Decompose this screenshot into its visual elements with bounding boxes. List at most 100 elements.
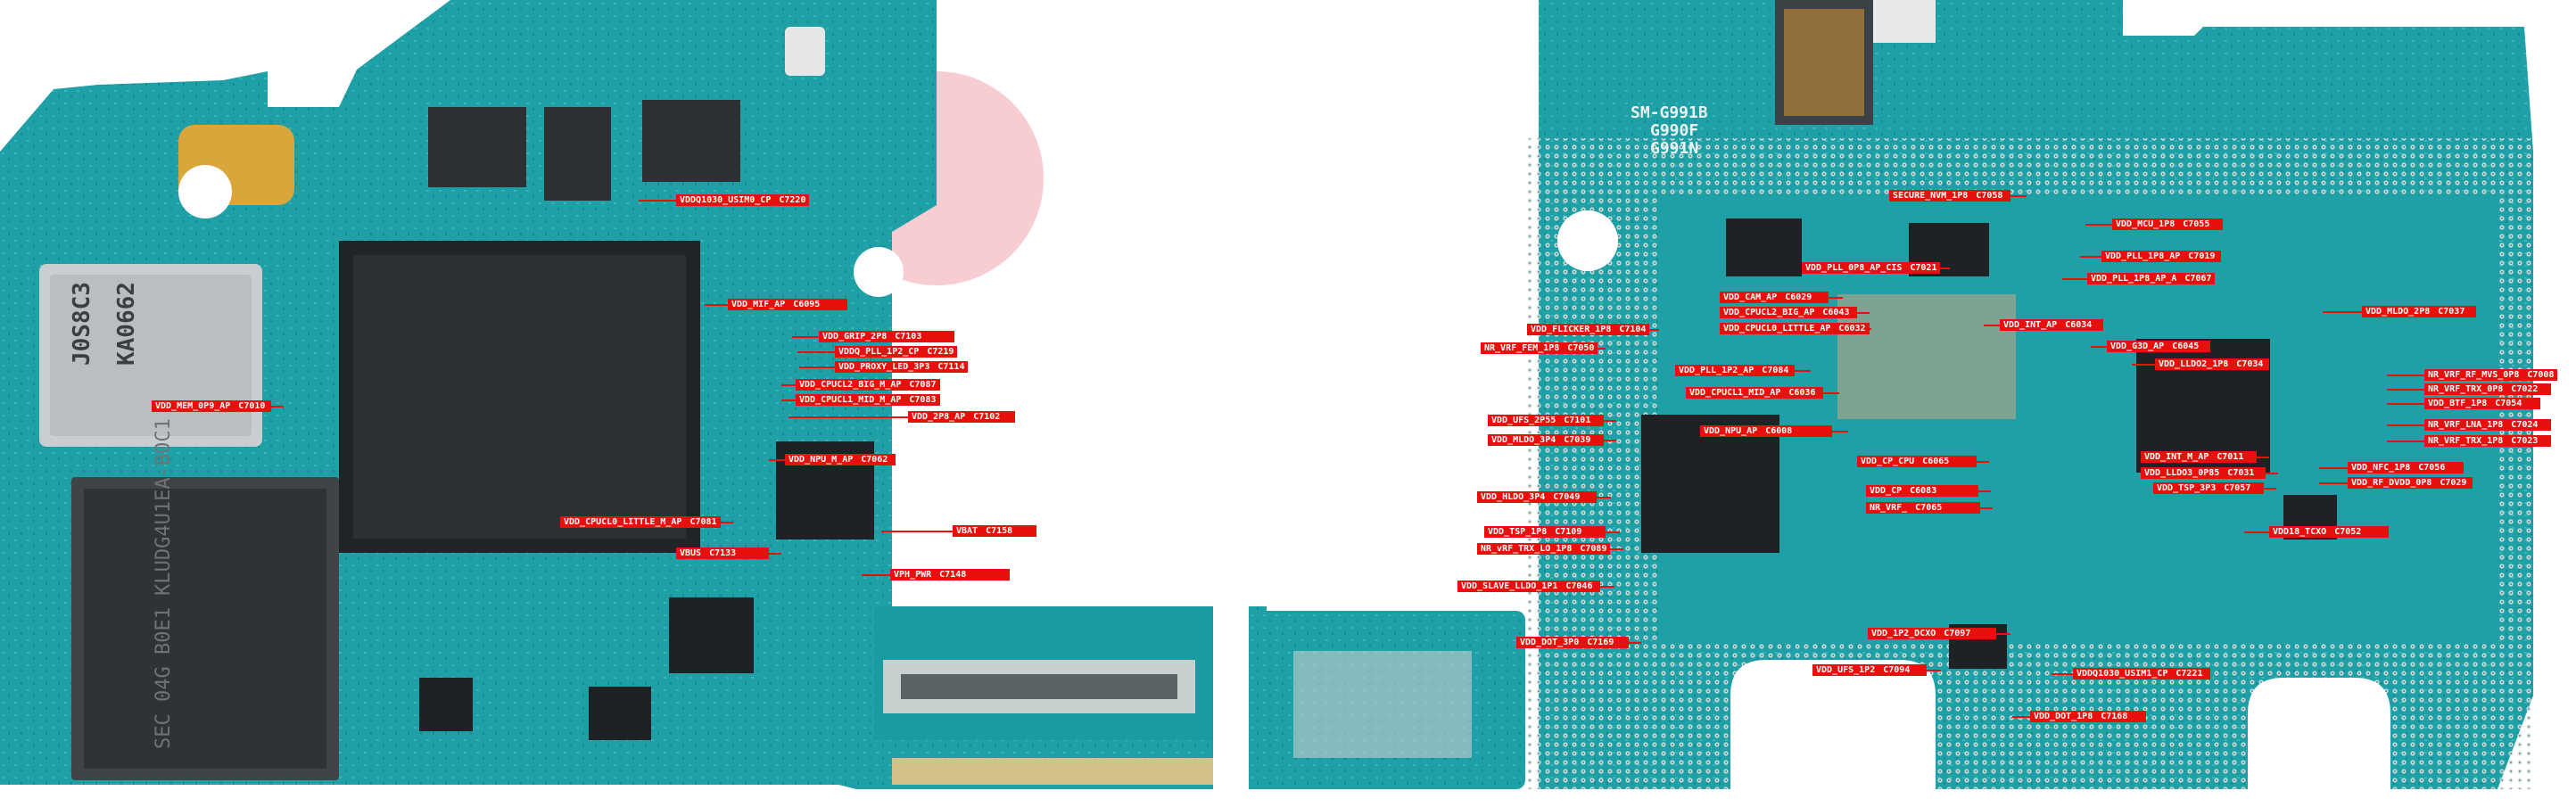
label-leader-line <box>781 384 796 386</box>
component-ref: C7067 <box>2184 274 2212 284</box>
component-ref: C7021 <box>1910 263 1937 273</box>
label-leader-line <box>788 416 908 418</box>
net-name: VDD_INT_AP <box>2003 320 2058 330</box>
label-leader-line <box>1927 670 1941 671</box>
net-name: VDD_MCU_1P8 <box>2116 219 2176 229</box>
component-ref: C7046 <box>1565 581 1593 591</box>
label-leader-line <box>2085 224 2112 226</box>
component-ref: C7065 <box>1915 503 1943 513</box>
component-ref: C7081 <box>689 517 717 527</box>
net-name: NR_VRF_RF_MVS_0P8 <box>2428 370 2520 380</box>
net-name: VDD_PLL_1P8_AP <box>2105 251 2181 261</box>
component-ref: C7114 <box>937 362 965 372</box>
net-name: VPH_PWR <box>894 570 932 580</box>
label-leader-line <box>2091 346 2107 348</box>
left-memory-chip-marking: SEC 04G B0E1 KLUDG4U1EA-B0C1 <box>153 418 175 749</box>
component-ref: C7094 <box>1883 665 1911 675</box>
net-name: VDD_NPU_M_AP <box>788 455 854 465</box>
component-ref: C6036 <box>1788 388 1816 398</box>
label-leader-line <box>2012 716 2030 718</box>
component-ref: C7024 <box>2511 420 2539 430</box>
component-ref: C6083 <box>1910 486 1937 496</box>
net-name: VDD_CPUCL0_LITTLE_M_AP <box>564 517 682 527</box>
label-leader-line <box>881 531 953 532</box>
left-shield-code2: KA0662 <box>113 282 140 366</box>
label-leader-line <box>1629 642 1641 644</box>
capacitor-label: VPH_PWR C7148 <box>890 569 1010 581</box>
board-model-line-3: G991N <box>1650 139 1698 158</box>
label-leader-line <box>1604 440 1616 441</box>
label-leader-line <box>1978 490 1991 492</box>
component-ref: C7084 <box>1762 366 1789 375</box>
label-leader-line <box>2387 389 2424 391</box>
component-ref: C7037 <box>2438 307 2465 317</box>
net-name: NR_VRF_FEM_1P8 <box>1484 343 1560 353</box>
label-leader-line <box>2387 441 2424 442</box>
net-name: VDD_MLDO_2P8 <box>2365 307 2431 317</box>
left-board: J0S8C3 KA0662 SEC 04G B0E1 KLUDG4U1EA-B0… <box>0 0 1213 789</box>
label-leader-line <box>1609 548 1623 550</box>
component-ref: C7050 <box>1567 343 1595 353</box>
label-leader-line <box>2387 424 2424 426</box>
component-ref: C7133 <box>709 548 737 558</box>
component-ref: C7034 <box>2236 359 2264 369</box>
component-ref: C7039 <box>1564 435 1591 445</box>
component-ref: C7221 <box>2176 669 2203 679</box>
label-leader-line <box>2132 364 2155 366</box>
board-model-line-1: SM-G991B <box>1631 103 1708 122</box>
net-name: VDD_CPUCL2_BIG_AP <box>1723 308 1815 317</box>
net-name: VDD_MEM_0P9_AP <box>155 401 231 411</box>
component-ref: C6029 <box>1785 292 1812 302</box>
net-name: VDD_G3D_AP <box>2110 342 2165 351</box>
component-ref: C7056 <box>2418 463 2446 473</box>
label-leader-line <box>2319 482 2348 484</box>
net-name: VBAT <box>956 526 978 536</box>
net-name: VDD18_TCXO <box>2273 527 2327 537</box>
label-leader-line <box>862 574 890 576</box>
component-ref: C7011 <box>2217 452 2244 462</box>
label-leader-line <box>797 351 835 353</box>
component-ref: C7148 <box>939 570 967 580</box>
component-ref: C7010 <box>238 401 266 411</box>
capacitor-label: VDD_PROXY_LED_3P3 C7114 <box>835 361 969 373</box>
label-leader-line <box>2387 403 2424 405</box>
net-name: VDD_GRIP_2P8 <box>822 332 888 342</box>
net-name: NR_vRF_TRX_LO_1P8 <box>1481 544 1573 554</box>
label-leader-line <box>769 459 785 461</box>
component-ref: C6008 <box>1765 426 1793 436</box>
capacitor-label: VDD_MEM_0P9_AP C7010 <box>152 400 271 412</box>
label-leader-line <box>1823 392 1839 394</box>
net-name: VDD_PROXY_LED_3P3 <box>838 362 930 372</box>
component-ref: C7049 <box>1553 492 1581 502</box>
label-leader-line <box>1984 325 2000 326</box>
net-name: VDD_FLICKER_1P8 <box>1531 325 1612 334</box>
label-leader-line <box>705 304 728 306</box>
capacitor-label: NR_VRF_FEM_1P8 C7050 <box>1481 342 1598 354</box>
label-leader-line <box>1606 531 1620 533</box>
net-name: VDD_HLDO_3P4 <box>1481 492 1546 502</box>
capacitor-label: NR_VRF_C7065 <box>1866 502 1980 514</box>
component-ref: C7109 <box>1555 527 1582 537</box>
net-name: VDDQ_PLL_1P2_CP <box>838 347 920 357</box>
